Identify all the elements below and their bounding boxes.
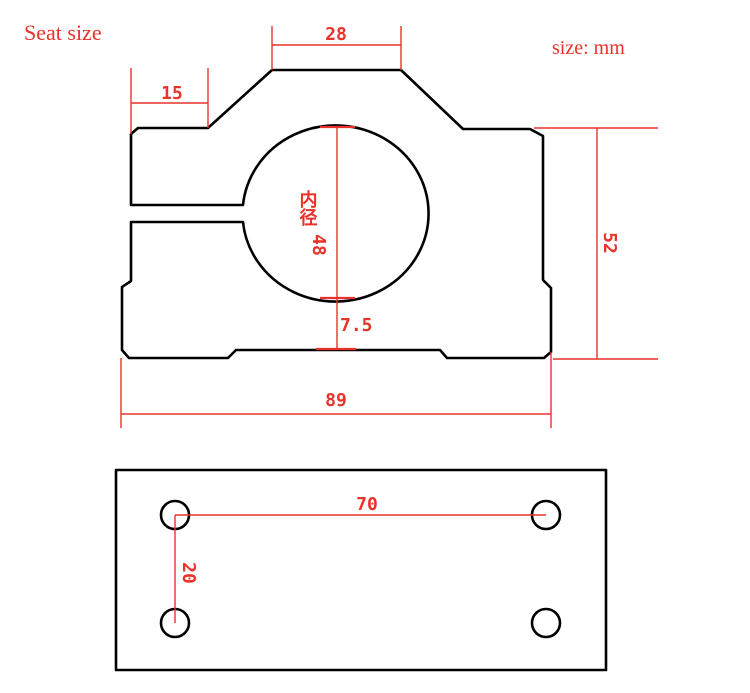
dim-left-step: 15 — [161, 83, 183, 104]
base-plate-outline — [114, 468, 608, 672]
diagram-title: Seat size — [24, 20, 102, 45]
dim-hole-spacing-x: 70 — [356, 494, 378, 515]
dim-inner-diameter-chinese: 内径 — [297, 189, 318, 227]
dim-height: 52 — [599, 232, 620, 254]
units-label: size: mm — [552, 37, 625, 59]
hole-bottom-right — [530, 607, 562, 639]
dim-top-width: 28 — [325, 24, 347, 45]
dim-bottom-thickness: 7.5 — [340, 315, 373, 336]
seat-body-outline — [120, 68, 553, 360]
dim-inner-diameter-value: 48 — [308, 234, 329, 256]
dim-total-width: 89 — [325, 390, 347, 411]
dim-hole-spacing-y: 20 — [178, 562, 199, 584]
